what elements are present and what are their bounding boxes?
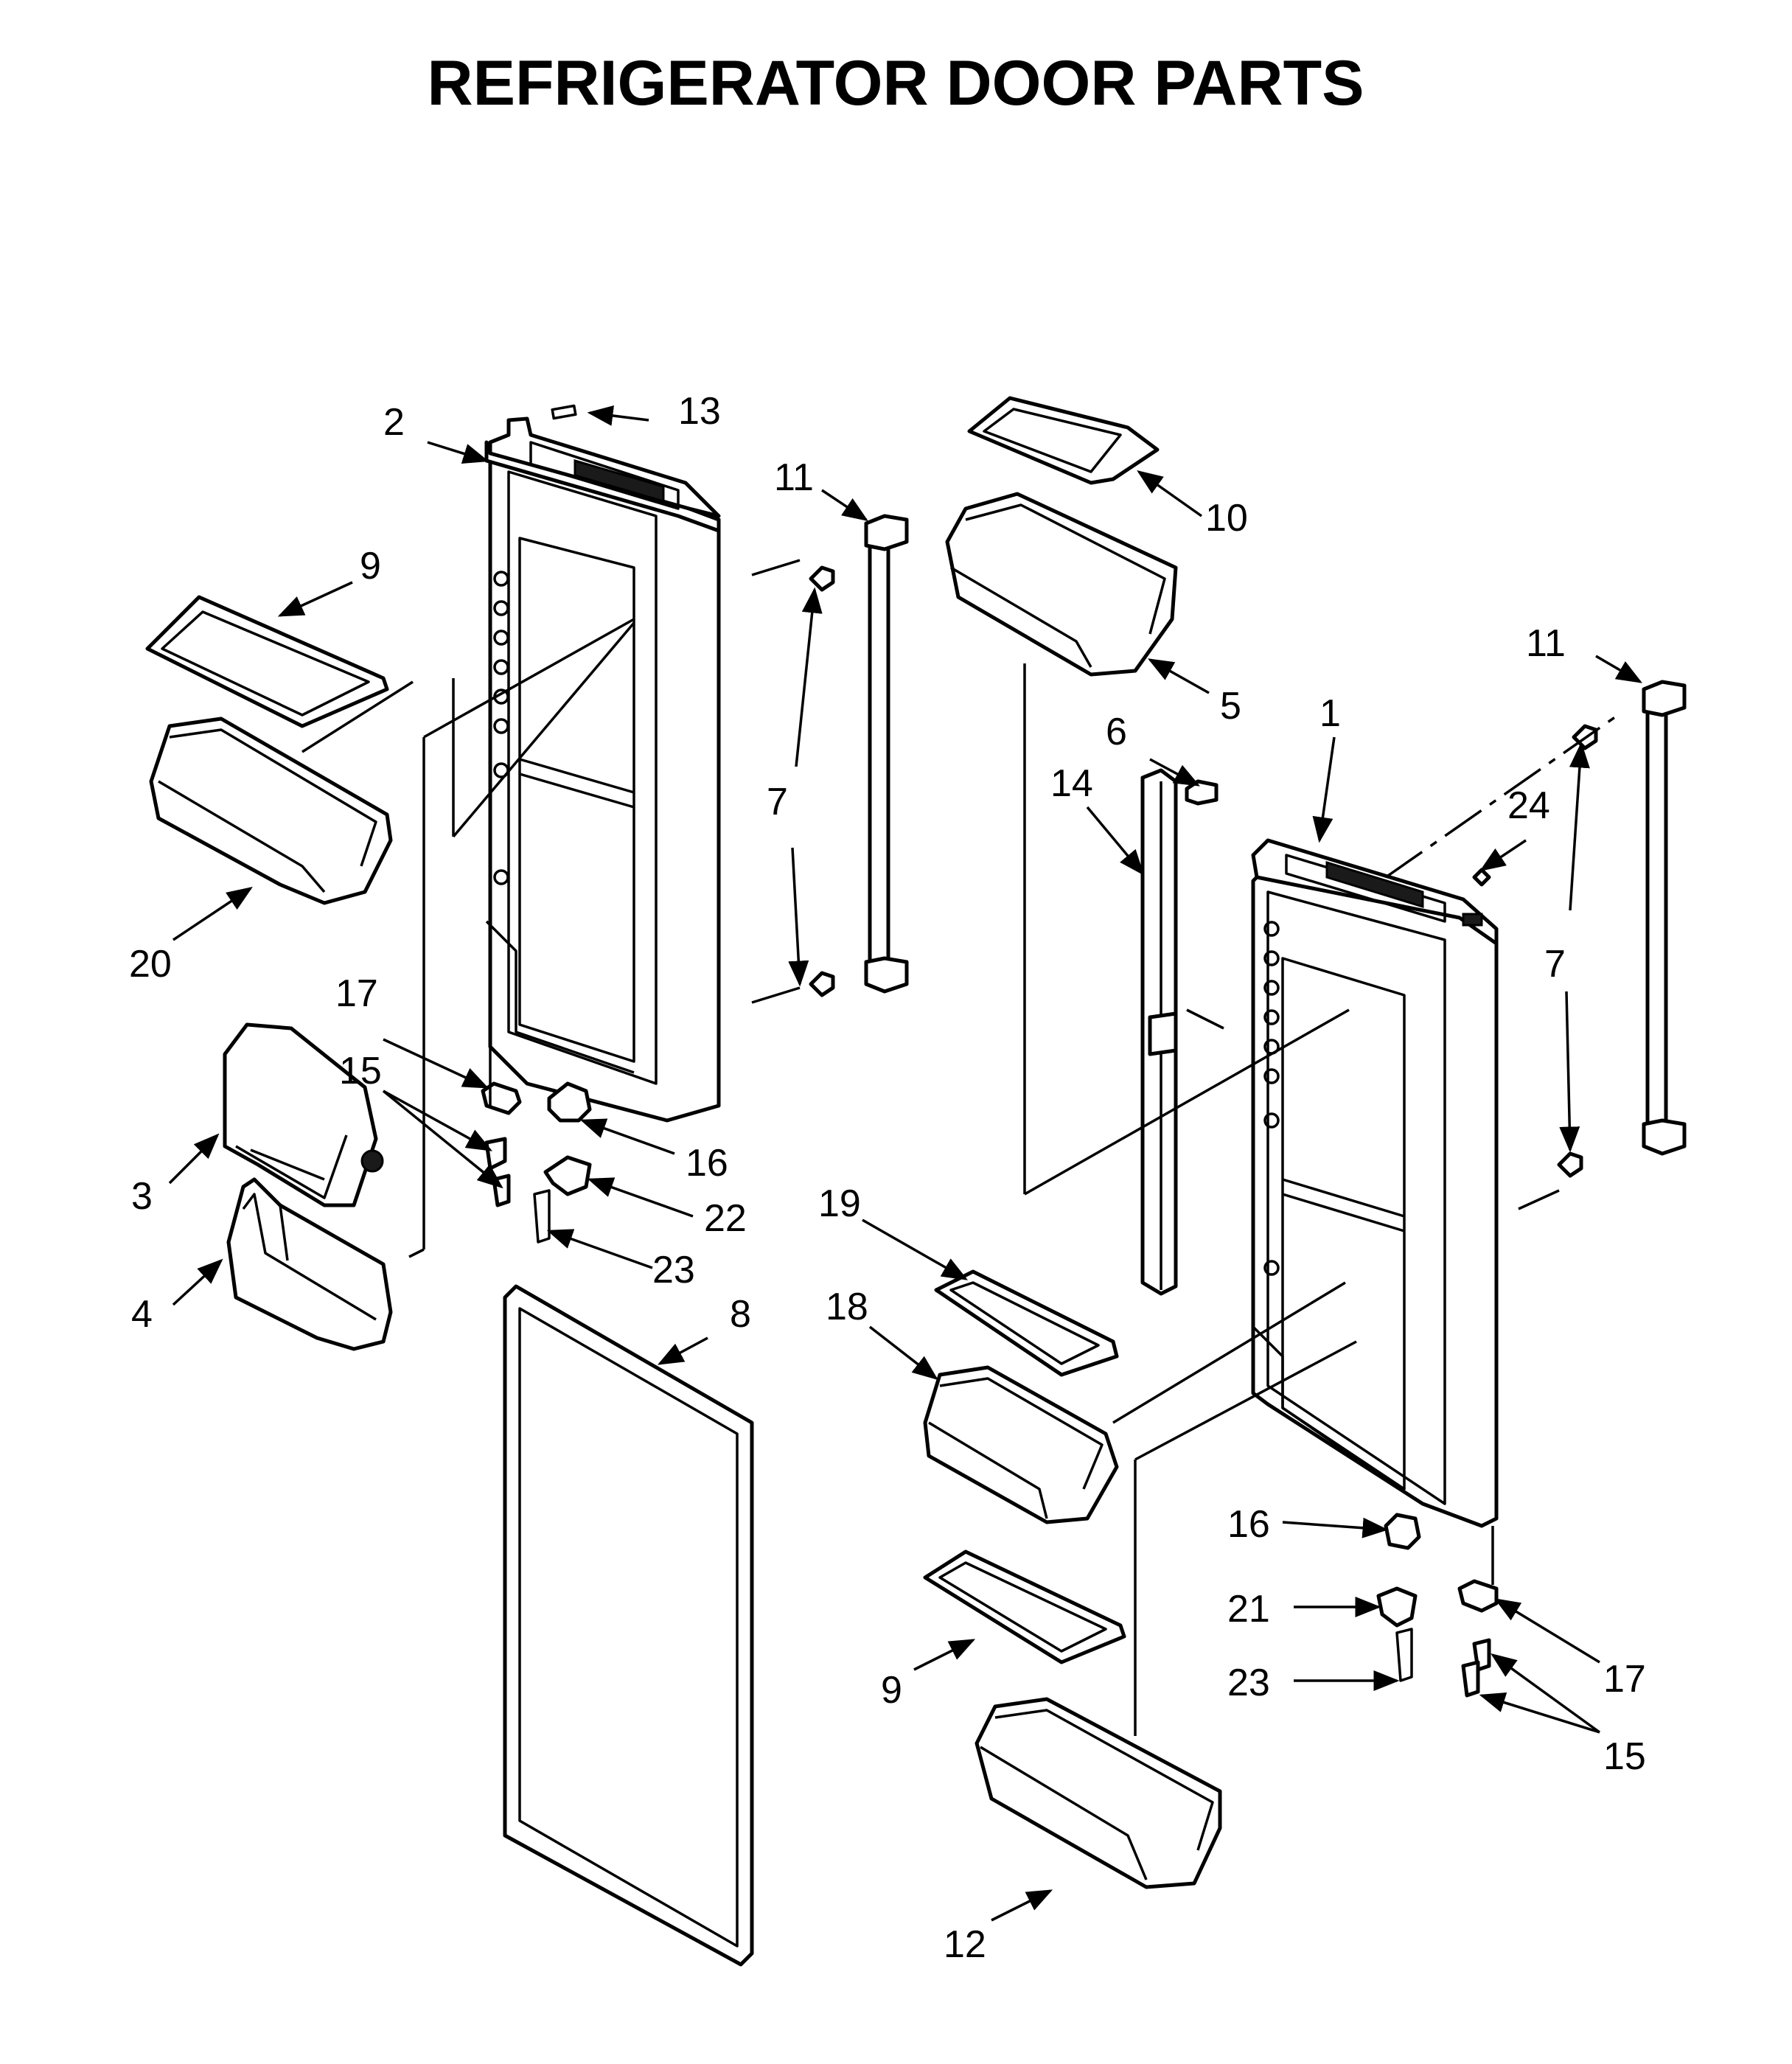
callout-12: 12 — [944, 1923, 986, 1966]
door-strip-14 — [1140, 768, 1219, 1296]
callout-23-left: 23 — [652, 1249, 695, 1291]
right-door-bin-12 — [975, 1697, 1222, 1889]
right-shelf-10 — [967, 396, 1160, 485]
callout-23-right: 23 — [1227, 1662, 1270, 1704]
left-door-bin-20 — [149, 717, 393, 905]
right-door-handle — [1557, 680, 1687, 1178]
callout-9-left: 9 — [360, 545, 381, 588]
callout-16-left: 16 — [686, 1142, 728, 1185]
callout-7-left: 7 — [767, 781, 788, 823]
callout-1: 1 — [1319, 692, 1341, 735]
callout-22: 22 — [704, 1197, 747, 1240]
left-door-handle — [809, 514, 909, 997]
callout-2: 2 — [383, 401, 405, 444]
callout-13: 13 — [678, 390, 721, 433]
page-title: REFRIGERATOR DOOR PARTS — [428, 48, 1364, 119]
callout-17-right: 17 — [1603, 1658, 1646, 1701]
right-door-liner — [1251, 871, 1499, 1528]
right-shelf-19 — [934, 1269, 1119, 1377]
left-shelf-9 — [145, 595, 389, 728]
callout-14: 14 — [1050, 762, 1093, 805]
callout-15-left: 15 — [339, 1050, 382, 1092]
callout-4: 4 — [131, 1293, 153, 1336]
callout-numbers: 13 2 11 9 7 20 17 15 16 22 23 3 4 8 10 5… — [129, 390, 1646, 1966]
right-shelf-9 — [923, 1549, 1126, 1664]
callout-17-left: 17 — [335, 972, 378, 1015]
right-door-shelf-pegs — [1263, 921, 1280, 1276]
callout-3: 3 — [131, 1175, 153, 1218]
left-door-liner — [485, 447, 721, 1123]
left-door-top-cap — [484, 416, 721, 533]
callout-6: 6 — [1106, 711, 1127, 753]
callout-11-right: 11 — [1526, 622, 1566, 665]
callout-9-right: 9 — [881, 1669, 902, 1712]
callout-8: 8 — [730, 1293, 751, 1336]
left-dairy-bin-4 — [226, 1177, 393, 1351]
left-dairy-cover-3 — [223, 1022, 384, 1207]
callout-5: 5 — [1220, 685, 1241, 728]
callout-16-right: 16 — [1227, 1503, 1270, 1546]
callout-7-right: 7 — [1544, 943, 1566, 986]
door-gasket-8 — [503, 1284, 754, 1967]
right-hinge-parts — [1376, 1513, 1499, 1698]
left-hinge-parts — [481, 1081, 592, 1244]
label-plate — [551, 404, 577, 420]
callout-10: 10 — [1205, 497, 1248, 540]
callout-15-right: 15 — [1603, 1735, 1646, 1778]
right-door-bin-5 — [945, 492, 1178, 677]
right-door-top-cap — [1251, 838, 1499, 946]
callout-11-left: 11 — [774, 456, 814, 499]
pin-24 — [1472, 868, 1491, 887]
callout-24: 24 — [1507, 784, 1550, 827]
callout-18: 18 — [826, 1286, 868, 1328]
leader-lines — [168, 405, 1643, 1922]
callout-20: 20 — [129, 943, 172, 986]
callout-19: 19 — [818, 1182, 861, 1225]
callout-21: 21 — [1227, 1588, 1270, 1631]
right-door-bin-18 — [923, 1365, 1119, 1524]
